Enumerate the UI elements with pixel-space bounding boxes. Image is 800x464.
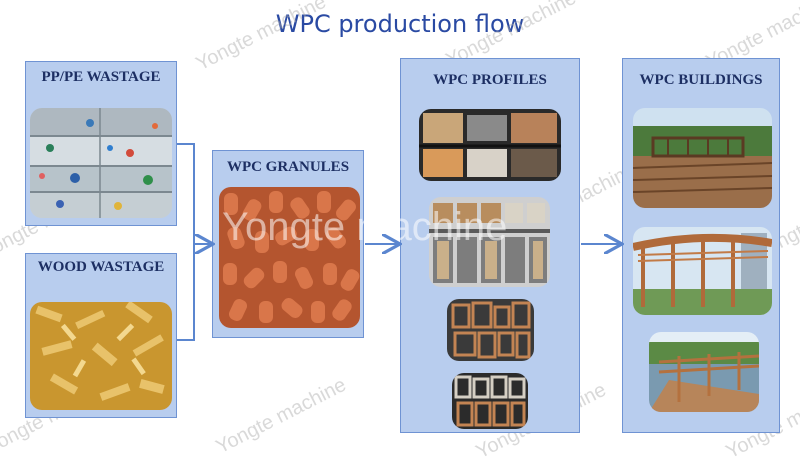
pergola-photo: [633, 227, 772, 315]
profiles-bundle-photo: [452, 373, 528, 429]
pp-pe-wastage-box: PP/PE WASTAGE: [25, 61, 177, 226]
watermark: Yongte machine: [212, 373, 350, 459]
wpc-buildings-label: WPC BUILDINGS: [639, 72, 763, 88]
page-title: WPC production flow: [275, 10, 525, 38]
railing-photo: [649, 332, 759, 412]
wood-wastage-box: WOOD WASTAGE: [25, 253, 177, 418]
merge-connector: [177, 143, 195, 341]
wpc-buildings-box: WPC BUILDINGS: [622, 58, 780, 433]
profiles-hollow-photo: [447, 299, 534, 361]
granules-photo: [219, 187, 360, 328]
boardwalk-photo: [633, 108, 772, 208]
wpc-profiles-box: WPC PROFILES: [400, 58, 580, 433]
wpc-profiles-label: WPC PROFILES: [433, 72, 547, 88]
profiles-stack-photo: [429, 197, 550, 287]
wpc-granules-box: WPC GRANULES: [212, 150, 364, 338]
pp-pe-wastage-label: PP/PE WASTAGE: [41, 69, 161, 85]
plastic-bales-photo: [30, 108, 172, 218]
profiles-shelf-photo: [419, 109, 561, 181]
wood-wastage-label: WOOD WASTAGE: [37, 259, 165, 275]
wpc-granules-label: WPC GRANULES: [226, 159, 350, 175]
wood-chips-photo: [30, 302, 172, 410]
